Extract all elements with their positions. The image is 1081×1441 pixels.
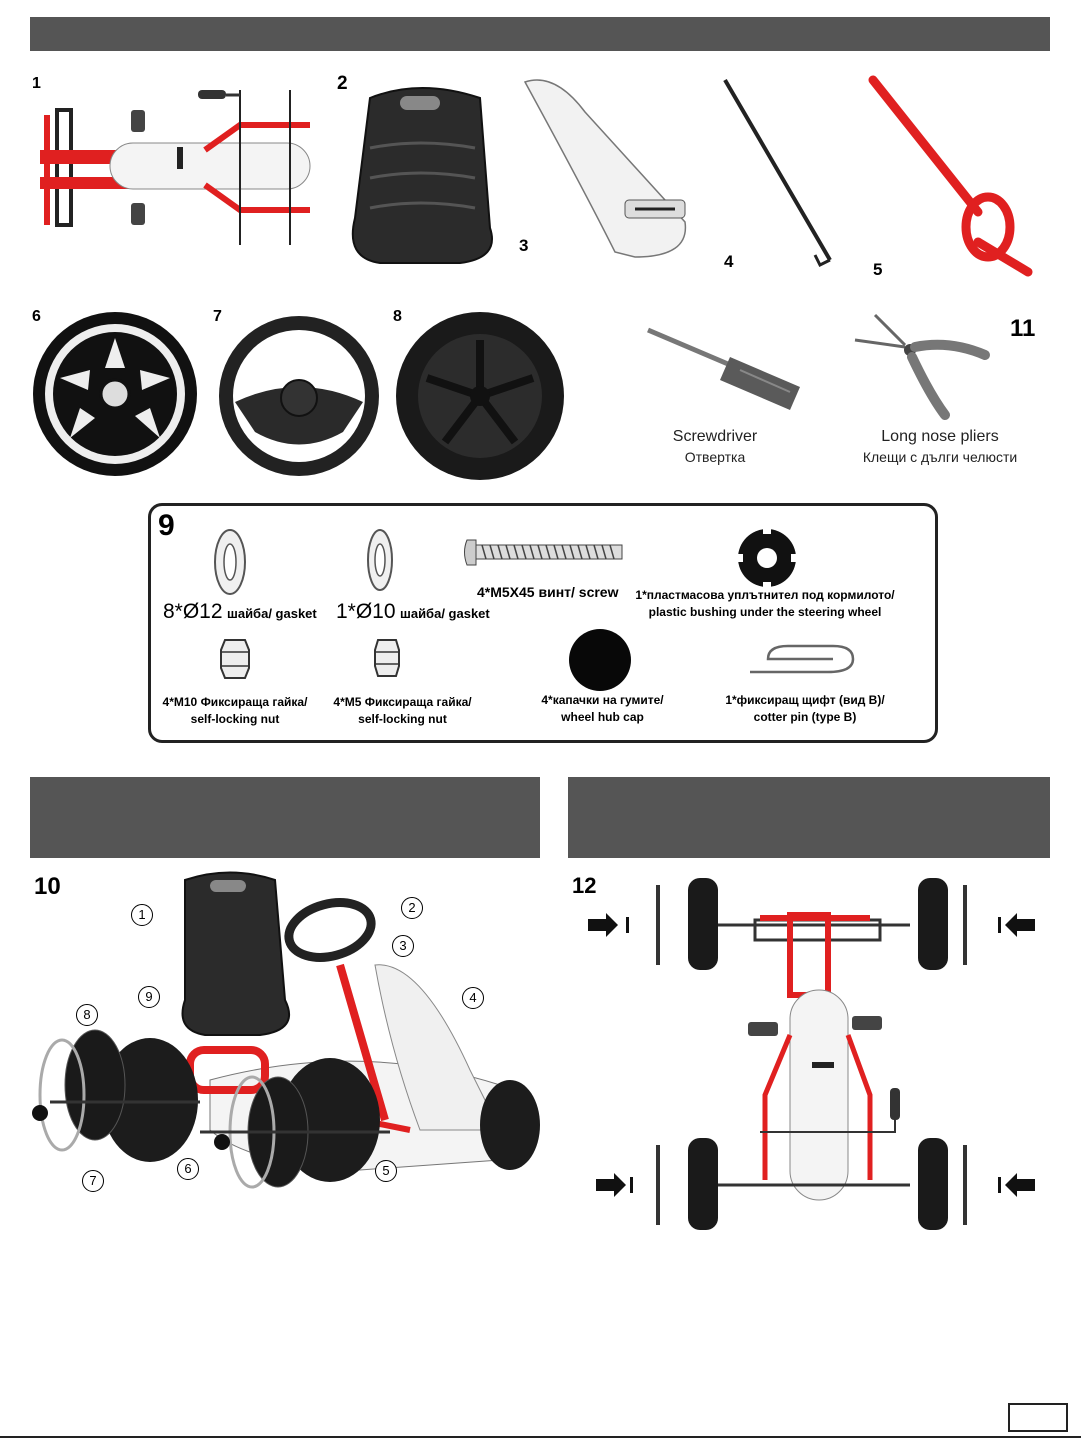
pliers-caption-bg: Клещи с дълги челюсти [862, 449, 1018, 465]
screw-caption: 4*M5X45 винт/ screw [477, 584, 619, 600]
screwdriver-icon [647, 327, 800, 410]
front-cover-image [523, 79, 687, 258]
gasket-12-qty: 8*Ø12 [163, 600, 223, 623]
nut-m10-caption-line1: 4*M10 Фиксираща гайка/ [162, 695, 308, 709]
callout-2: 2 [401, 897, 423, 919]
callout-8: 8 [76, 1004, 98, 1026]
screwdriver-caption-bg: Отвертка [684, 449, 746, 465]
cotter-pin-caption-line1: 1*фиксиращ щифт (вид B)/ [725, 693, 885, 707]
gasket-12-icon [214, 529, 246, 595]
gasket-12-text: шайба/ gasket [227, 606, 317, 621]
nut-m10-icon [220, 639, 250, 679]
pliers-icon [854, 313, 990, 420]
section-header-right [568, 777, 1050, 858]
part-number-7: 7 [213, 308, 222, 325]
wheel-image [396, 312, 564, 480]
part-number-3: 3 [519, 236, 529, 255]
wheel-hub-cap-caption-line2: wheel hub cap [561, 710, 644, 724]
part-number-5: 5 [873, 260, 883, 279]
callout-1: 1 [131, 904, 153, 926]
steering-rod-image [868, 75, 1033, 277]
part-number-4: 4 [724, 252, 734, 271]
callout-3: 3 [392, 935, 414, 957]
callout-4: 4 [462, 987, 484, 1009]
hardware-box [148, 503, 938, 743]
seat-image [351, 87, 493, 264]
nut-m5-caption-line1: 4*M5 Фиксираща гайка/ [333, 695, 472, 709]
assembly-exploded-view [32, 871, 540, 1189]
part-number-11: 11 [1010, 315, 1036, 342]
cotter-pin-caption-line2: cotter pin (type B) [753, 710, 857, 724]
callout-9: 9 [138, 986, 160, 1008]
assembly-top-view [588, 878, 1035, 1230]
nut-m5-caption-line2: self-locking nut [358, 712, 447, 726]
bushing-icon [735, 526, 799, 590]
cotter-pin-icon [750, 644, 855, 674]
top-header-bar [30, 17, 1050, 51]
gasket-10-caption: 1*Ø10 шайба/ gasket [336, 600, 490, 624]
gasket-10-qty: 1*Ø10 [336, 600, 396, 623]
gasket-10-icon [367, 529, 393, 591]
nut-m10-caption-line2: self-locking nut [190, 712, 280, 726]
section-header-left [30, 777, 540, 858]
gasket-10-text: шайба/ gasket [400, 606, 490, 621]
callout-6: 6 [177, 1158, 199, 1180]
bottom-rule [0, 1436, 1081, 1438]
gasket-12-caption: 8*Ø12 шайба/ gasket [163, 600, 317, 624]
part-number-6: 6 [32, 308, 41, 325]
steering-wheel-image [219, 316, 379, 476]
part-number-2: 2 [337, 73, 348, 94]
pliers-caption-en: Long nose pliers [881, 428, 999, 445]
figure-number-10: 10 [34, 873, 61, 900]
hardware-label-9: 9 [158, 509, 175, 542]
nut-m5-icon [374, 639, 400, 677]
wheel-hub-cap-caption-line1: 4*капачки на гумите/ [541, 693, 664, 707]
part-number-1: 1 [32, 75, 41, 92]
screw-icon [464, 539, 623, 566]
hub-cap-image [33, 312, 197, 476]
bushing-caption-line1: 1*пластмасова уплътнител под кормилото/ [635, 588, 895, 602]
bushing-caption-line2: plastic bushing under the steering wheel [648, 605, 882, 619]
screwdriver-caption-en: Screwdriver [672, 428, 758, 445]
figure-number-12: 12 [572, 873, 597, 898]
part-number-8: 8 [393, 308, 402, 325]
wheel-hub-cap-icon [569, 629, 631, 691]
page-number-box [1008, 1403, 1068, 1432]
frame-top-view-image [40, 90, 311, 245]
callout-5: 5 [375, 1160, 397, 1182]
callout-7: 7 [82, 1170, 104, 1192]
axle-rod-image [723, 78, 832, 268]
